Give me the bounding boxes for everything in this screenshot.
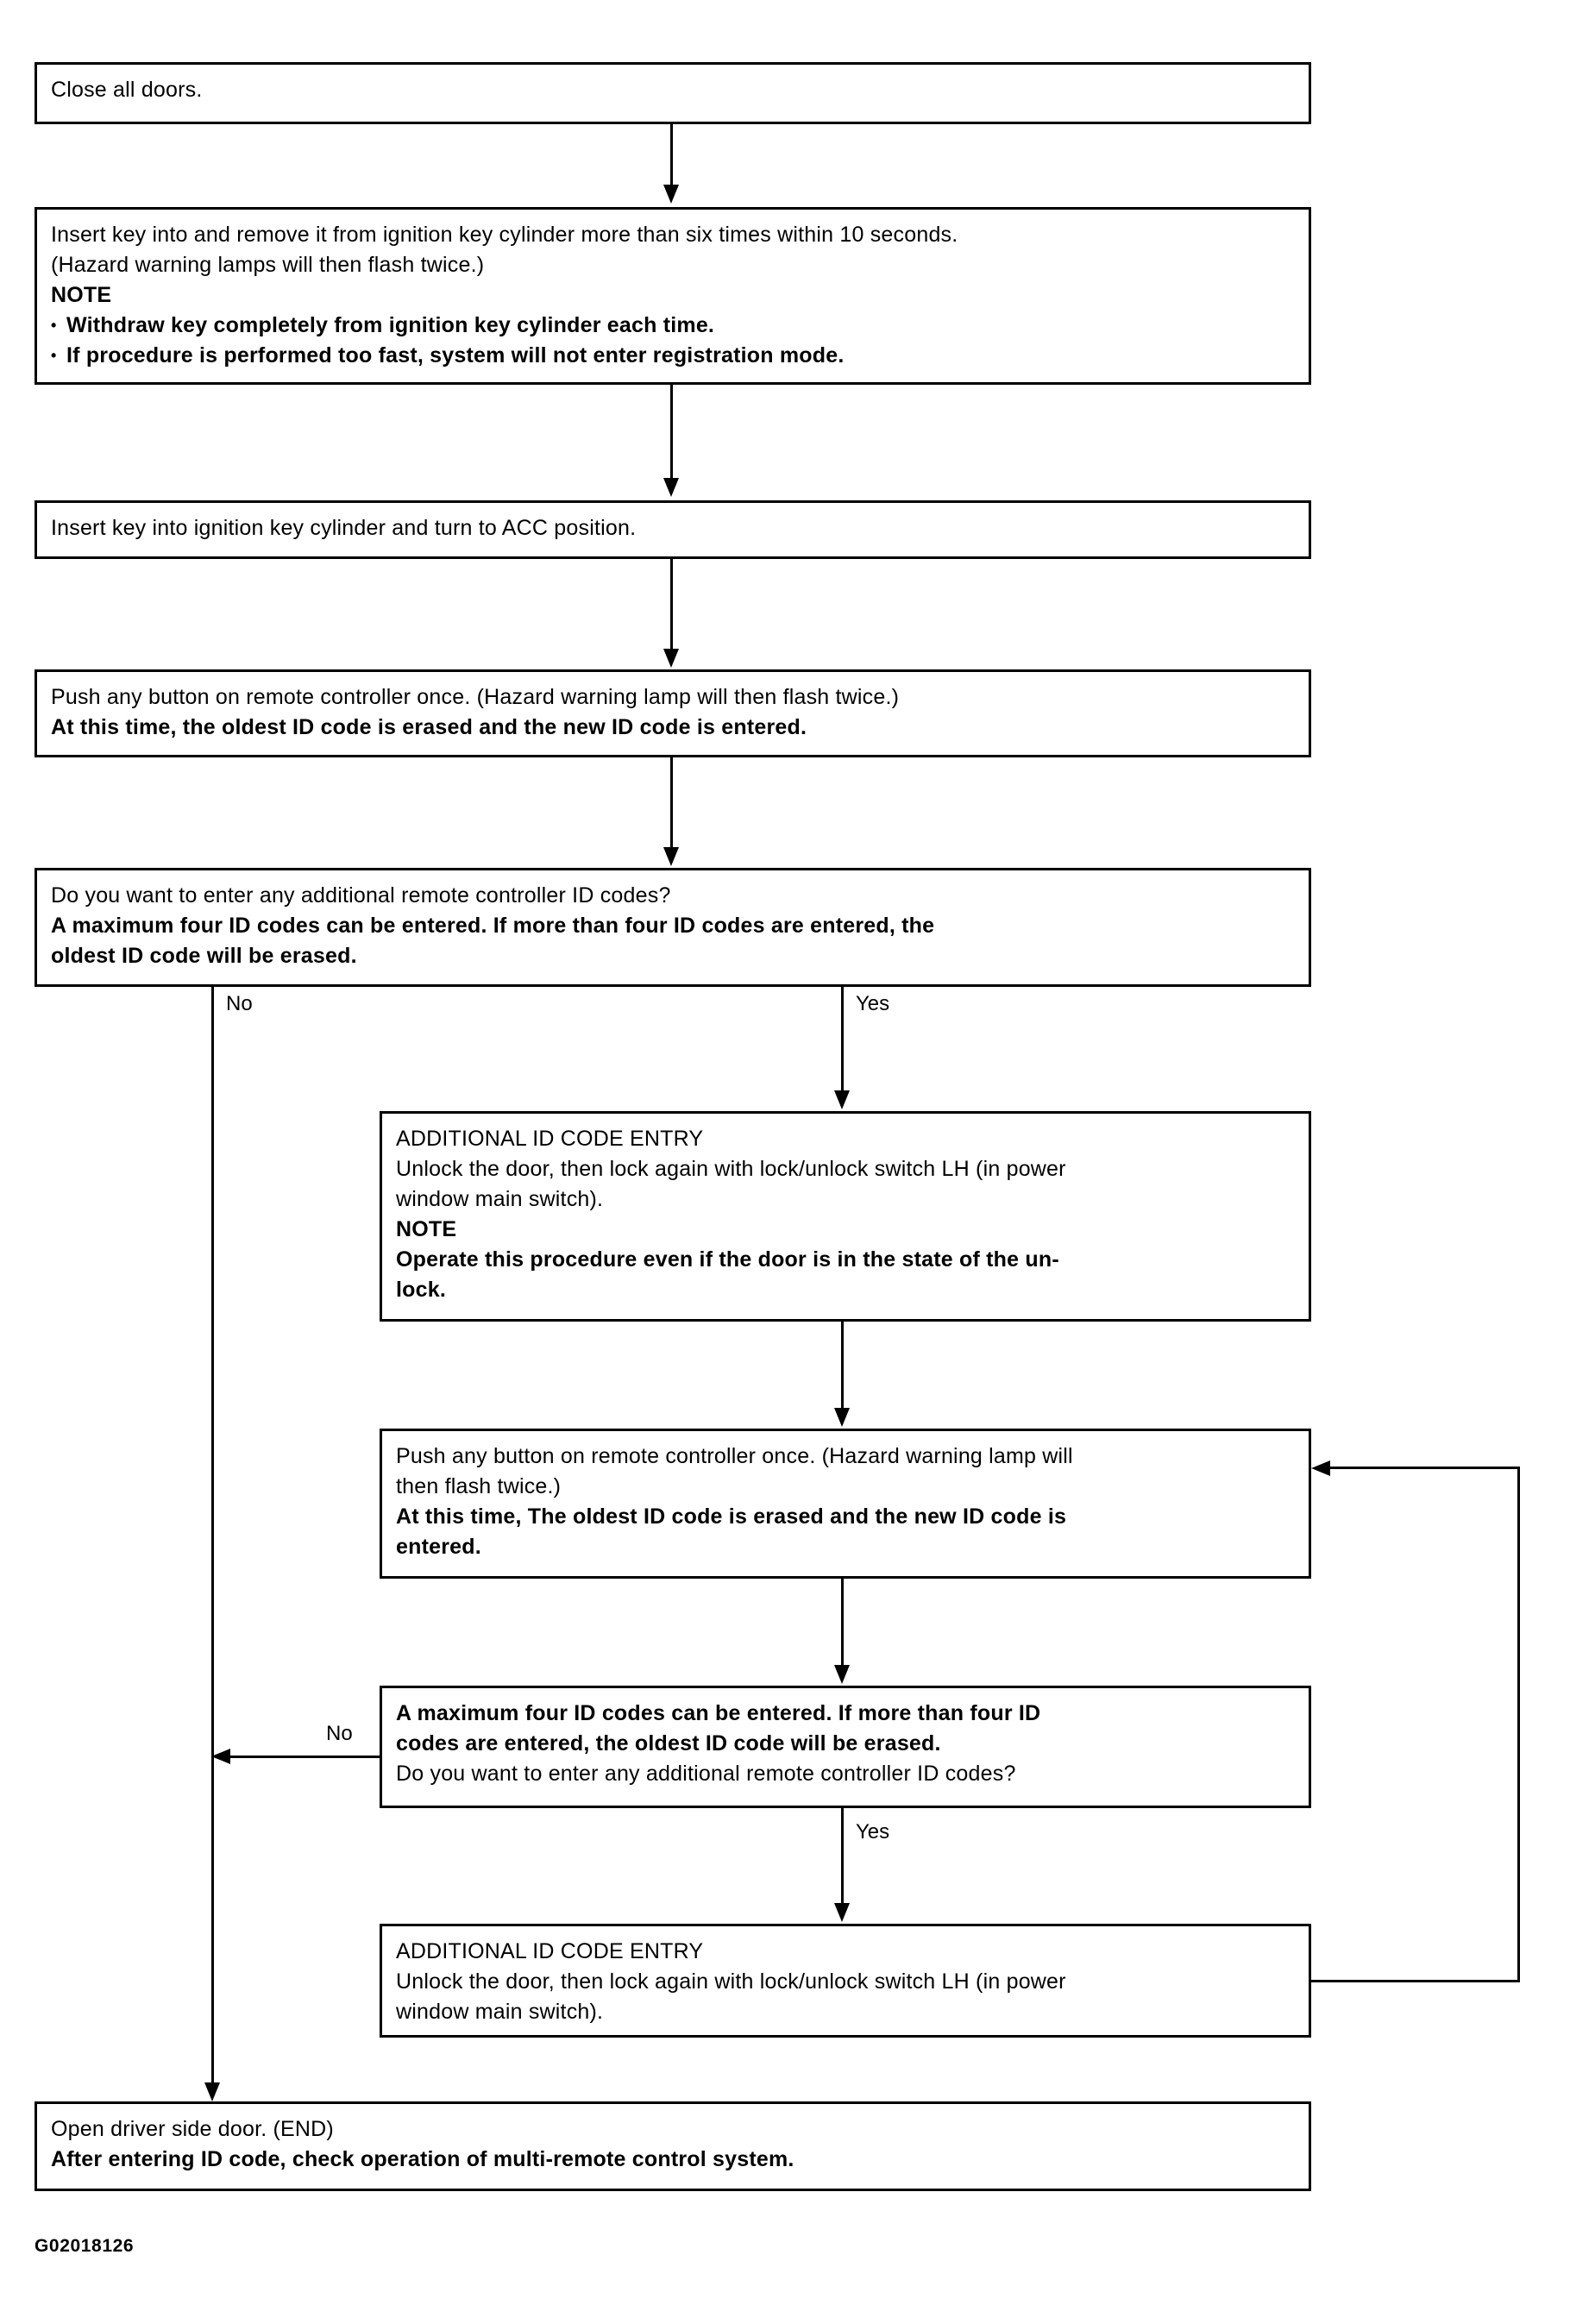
- box-line: Insert key into and remove it from ignit…: [51, 223, 958, 247]
- note-bullet: If procedure is performed too fast, syst…: [51, 341, 1295, 371]
- note-heading: NOTE: [396, 1217, 457, 1241]
- branch-label-yes-first: Yes: [856, 992, 890, 1015]
- feedback-loop-top-line: [1330, 1467, 1520, 1469]
- box-line: After entering ID code, check operation …: [51, 2147, 794, 2171]
- box-additional-id-code-entry-second: ADDITIONAL ID CODE ENTRY Unlock the door…: [380, 1924, 1311, 2038]
- connector-line: [841, 1322, 844, 1408]
- box-line: At this time, The oldest ID code is eras…: [396, 1504, 1067, 1529]
- box-line: (Hazard warning lamps will then flash tw…: [51, 253, 485, 277]
- box-line: Insert key into ignition key cylinder an…: [51, 516, 637, 540]
- feedback-loop-bottom-line: [1311, 1980, 1520, 1982]
- box-turn-to-acc: Insert key into ignition key cylinder an…: [35, 500, 1311, 559]
- feedback-loop-right-line: [1517, 1467, 1520, 1982]
- branch-no-rail-line: [211, 987, 214, 2082]
- figure-id-label: G02018126: [35, 2236, 135, 2256]
- connector-line: [841, 1579, 844, 1665]
- branch-yes-line: [841, 987, 844, 1090]
- box-end-open-driver-door: Open driver side door. (END) After enter…: [35, 2101, 1311, 2191]
- box-push-button-first: Push any button on remote controller onc…: [35, 669, 1311, 757]
- note-line: lock.: [396, 1278, 446, 1302]
- branch-label-no-second: No: [326, 1722, 353, 1745]
- box-insert-remove-key: Insert key into and remove it from ignit…: [35, 207, 1311, 385]
- connector-arrowhead-icon: [834, 1408, 850, 1427]
- box-heading: ADDITIONAL ID CODE ENTRY: [396, 1127, 704, 1151]
- box-line: then flash twice.): [396, 1474, 562, 1498]
- connector-line: [670, 124, 673, 185]
- connector-arrowhead-icon: [663, 185, 679, 204]
- connector-line: [670, 757, 673, 847]
- connector-arrowhead-icon: [834, 1665, 850, 1684]
- branch-label-no-first: No: [226, 992, 253, 1015]
- branch-yes-second-line: [841, 1808, 844, 1903]
- box-line: entered.: [396, 1535, 481, 1559]
- branch-no-arrowhead-icon: [204, 2082, 220, 2101]
- branch-no-second-line: [230, 1756, 382, 1758]
- box-line: Push any button on remote controller onc…: [51, 685, 900, 709]
- box-line: A maximum four ID codes can be entered. …: [396, 1701, 1041, 1725]
- branch-label-yes-second: Yes: [856, 1820, 890, 1843]
- box-line: Do you want to enter any additional remo…: [51, 883, 671, 908]
- box-close-all-doors: Close all doors.: [35, 62, 1311, 124]
- branch-no-second-arrowhead-icon: [211, 1749, 230, 1764]
- box-additional-id-code-entry-first: ADDITIONAL ID CODE ENTRY Unlock the door…: [380, 1111, 1311, 1322]
- feedback-loop-arrowhead-icon: [1311, 1460, 1330, 1476]
- box-line: Open driver side door. (END): [51, 2117, 334, 2141]
- box-line: Unlock the door, then lock again with lo…: [396, 1157, 1066, 1181]
- box-line: Unlock the door, then lock again with lo…: [396, 1969, 1066, 1994]
- box-line: oldest ID code will be erased.: [51, 944, 357, 968]
- box-heading: ADDITIONAL ID CODE ENTRY: [396, 1939, 704, 1963]
- branch-yes-arrowhead-icon: [834, 1090, 850, 1109]
- connector-arrowhead-icon: [663, 649, 679, 668]
- connector-line: [670, 559, 673, 649]
- box-line: At this time, the oldest ID code is eras…: [51, 715, 807, 739]
- note-heading: NOTE: [51, 283, 112, 307]
- connector-line: [670, 385, 673, 478]
- box-line: window main switch).: [396, 1187, 604, 1211]
- branch-yes-second-arrowhead-icon: [834, 1903, 850, 1922]
- connector-arrowhead-icon: [663, 478, 679, 497]
- box-line: Do you want to enter any additional remo…: [396, 1762, 1016, 1786]
- box-line: Close all doors.: [51, 78, 203, 102]
- box-decision-additional-codes-first: Do you want to enter any additional remo…: [35, 868, 1311, 987]
- box-decision-additional-codes-second: A maximum four ID codes can be entered. …: [380, 1686, 1311, 1808]
- box-line: A maximum four ID codes can be entered. …: [51, 914, 935, 938]
- box-push-button-second: Push any button on remote controller onc…: [380, 1429, 1311, 1579]
- box-line: window main switch).: [396, 2000, 604, 2024]
- box-line: Push any button on remote controller onc…: [396, 1444, 1073, 1468]
- note-line: Operate this procedure even if the door …: [396, 1247, 1059, 1272]
- note-bullet: Withdraw key completely from ignition ke…: [51, 311, 1295, 341]
- box-line: codes are entered, the oldest ID code wi…: [396, 1731, 941, 1756]
- connector-arrowhead-icon: [663, 847, 679, 866]
